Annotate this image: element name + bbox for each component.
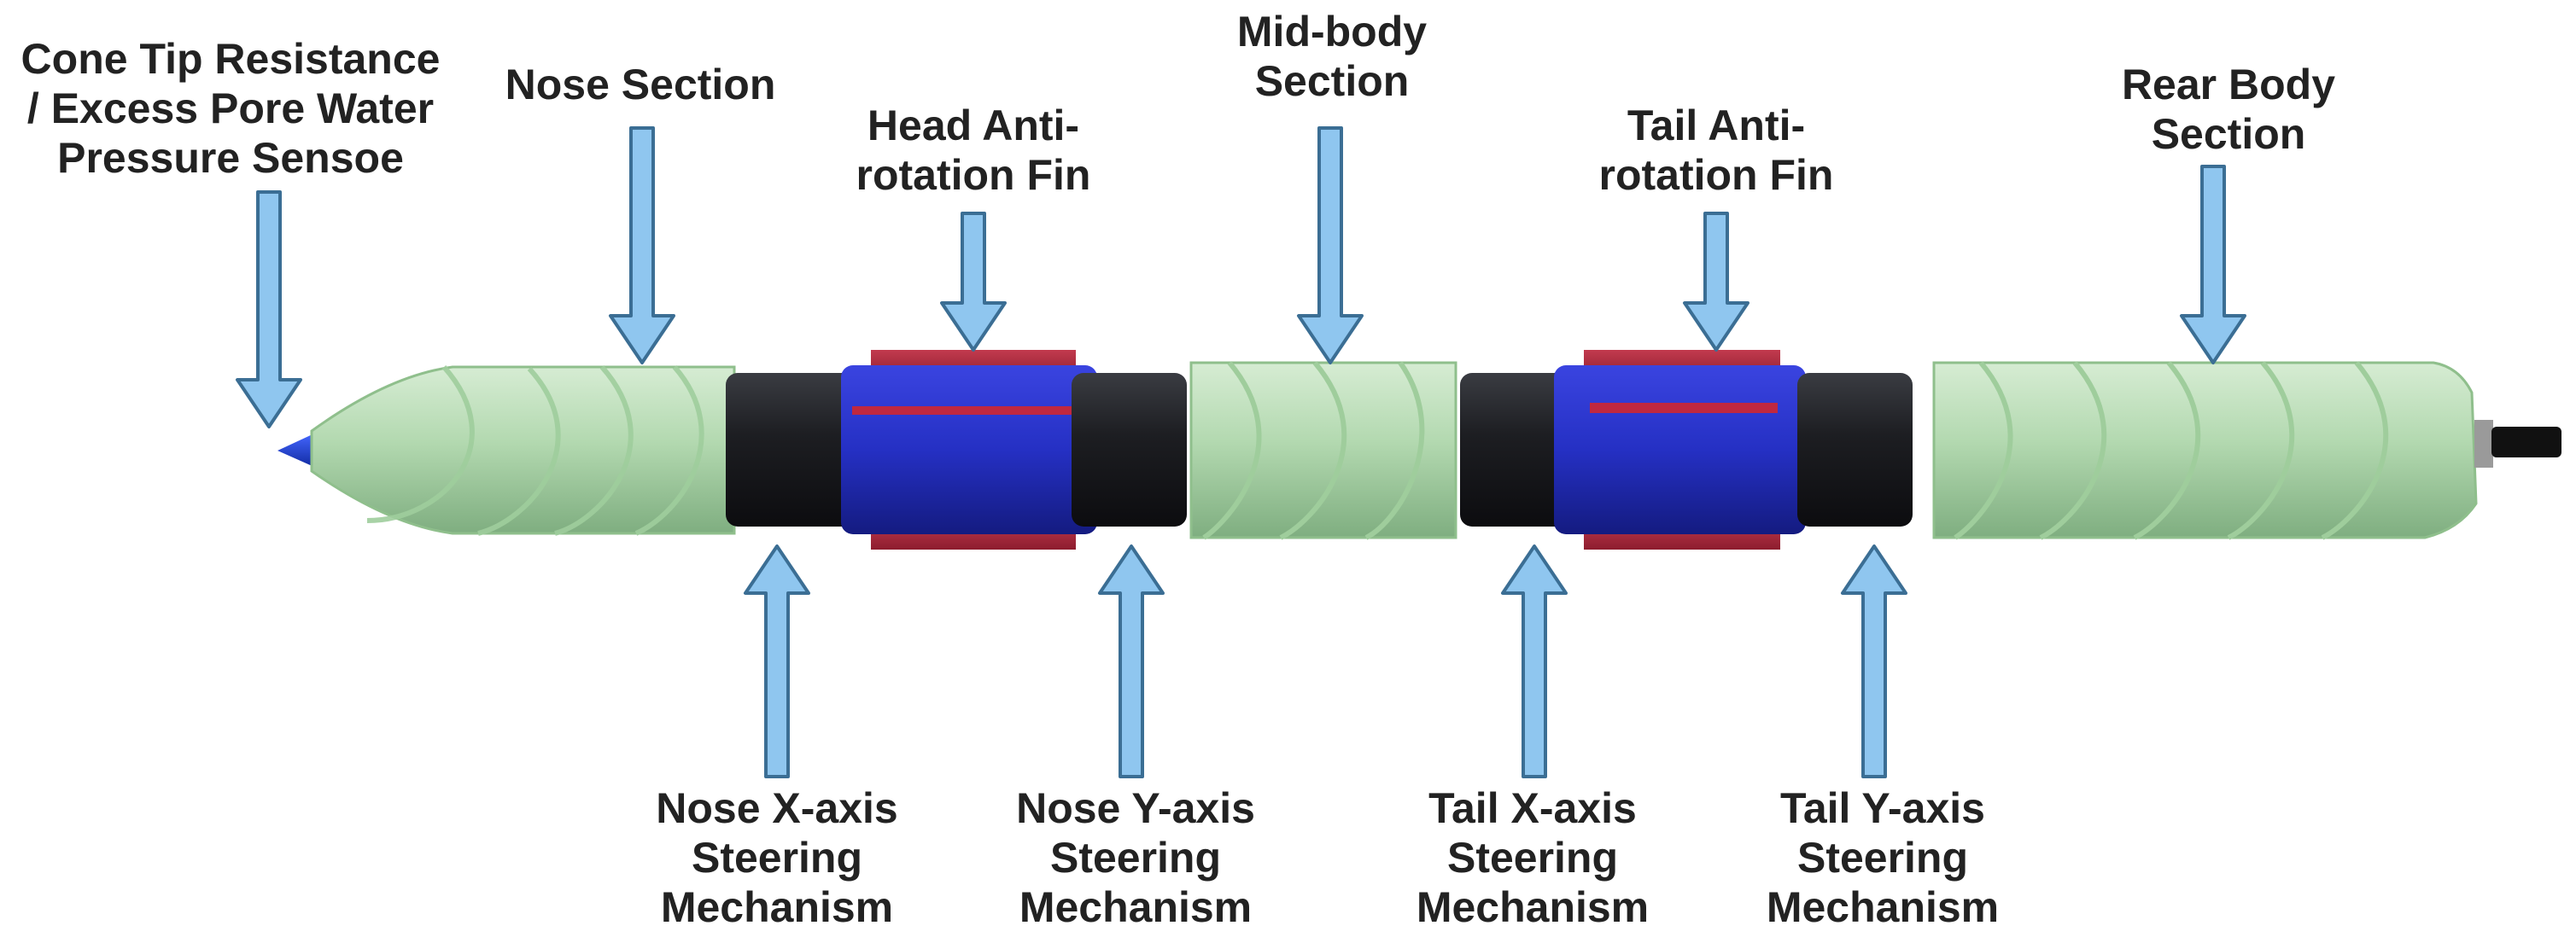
label-nose-x: Nose X-axis Steering Mechanism [656, 784, 898, 931]
label-nose-y: Nose Y-axis Steering Mechanism [1016, 784, 1255, 931]
tail-y-steering-body [1797, 373, 1913, 527]
tail-fin-housing [1554, 365, 1806, 534]
arrow-down-tail-fin-icon [1683, 212, 1749, 352]
arrow-up-nose-x-icon [744, 544, 810, 778]
arrow-up-nose-y-icon [1098, 544, 1165, 778]
arrow-down-head-fin-icon [940, 212, 1007, 352]
head-fin-stripe [852, 406, 1074, 415]
arrow-up-tail-x-icon [1501, 544, 1568, 778]
tail-x-steering-body [1460, 373, 1580, 527]
tail-fin-stripe [1590, 403, 1778, 413]
nose-x-steering-body [726, 373, 862, 527]
label-tail-x: Tail X-axis Steering Mechanism [1416, 784, 1650, 931]
arrow-down-rear-body-icon [2180, 165, 2246, 364]
nose-section-flutes [366, 365, 704, 536]
rear-body-section [1932, 361, 2478, 539]
arrow-down-nose-section-icon [609, 126, 675, 364]
label-mid-body: Mid-body Section [1236, 8, 1428, 105]
nose-y-steering-body [1072, 373, 1187, 527]
label-tail-fin: Tail Anti- rotation Fin [1598, 102, 1834, 199]
label-nose-section: Nose Section [505, 61, 776, 108]
arrow-up-tail-y-icon [1841, 544, 1907, 778]
label-tail-y: Tail Y-axis Steering Mechanism [1766, 784, 2000, 931]
cone-tip [277, 434, 316, 468]
label-rear-body: Rear Body Section [2121, 61, 2336, 158]
head-fin-housing [841, 365, 1097, 534]
mid-body-section [1189, 361, 1457, 539]
arrow-down-cone-tip-icon [236, 190, 302, 428]
arrow-down-mid-body-icon [1297, 126, 1364, 364]
tail-connector [2474, 420, 2493, 468]
tail-cable [2491, 427, 2561, 457]
label-cone-tip: Cone Tip Resistance / Excess Pore Water … [20, 35, 441, 182]
mid-body-flutes [1202, 361, 1425, 540]
rear-body-flutes [1954, 361, 2389, 540]
label-head-fin: Head Anti- rotation Fin [856, 102, 1091, 199]
